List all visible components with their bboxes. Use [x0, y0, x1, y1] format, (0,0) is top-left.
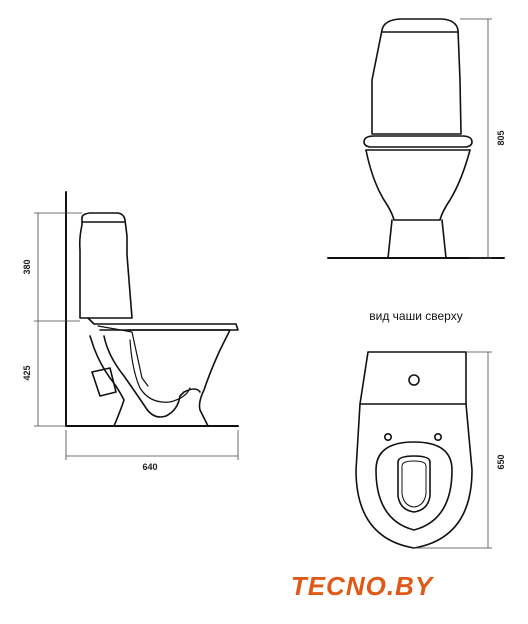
seat-hinge-right-icon: [433, 432, 442, 441]
front-view: [327, 18, 505, 259]
dim-depth: 640: [142, 462, 157, 472]
top-tank: [359, 351, 467, 405]
side-channel: [97, 325, 149, 387]
seat-hinge-left-icon: [383, 432, 392, 441]
side-bowl: [127, 329, 231, 427]
dim-top-length: 650: [496, 454, 506, 469]
dim-tank-height: 380: [22, 259, 32, 274]
top-view-caption: вид чаши сверху: [369, 309, 462, 323]
side-bowl-base: [89, 335, 125, 427]
logo: TECNO.BY: [291, 571, 435, 601]
top-dimensions: [414, 351, 492, 549]
flush-button-icon: [408, 374, 420, 386]
side-view: [65, 191, 239, 427]
dim-front-height: 805: [496, 130, 506, 145]
side-trap: [129, 339, 191, 403]
side-tank: [78, 212, 133, 319]
front-tank: [371, 18, 462, 135]
top-seat-opening: [375, 441, 453, 531]
front-pedestal: [387, 219, 447, 259]
front-bowl: [365, 149, 471, 221]
top-basin: [397, 455, 431, 513]
front-dimensions: [460, 18, 492, 259]
side-outlet: [91, 367, 117, 397]
side-bowl-inner: [103, 335, 201, 418]
top-bowl: [355, 403, 473, 549]
top-basin-inner: [401, 460, 427, 508]
top-view: [355, 351, 473, 549]
dim-bowl-height: 425: [22, 365, 32, 380]
front-seat: [363, 135, 473, 148]
logo-text: TECNO.BY: [291, 571, 435, 601]
side-dimensions: [34, 212, 239, 460]
